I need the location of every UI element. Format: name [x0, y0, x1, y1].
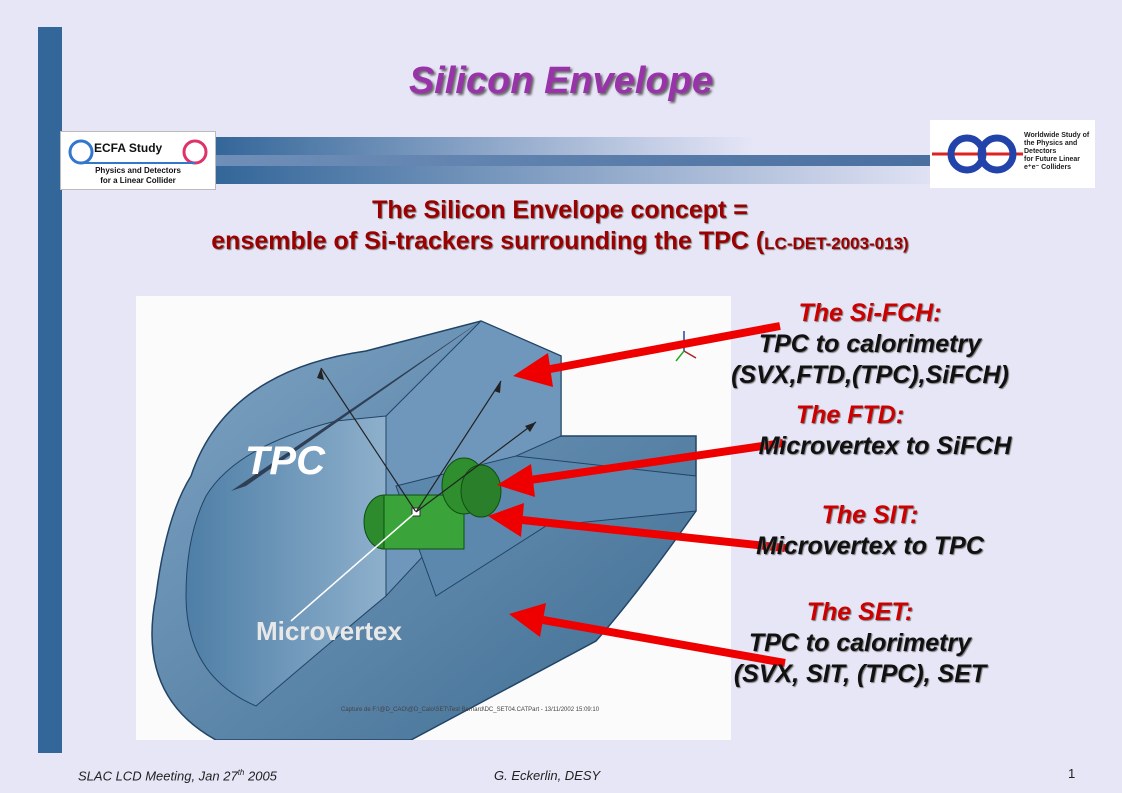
concept-reference: LC-DET-2003-013) [764, 234, 909, 253]
concept-line-2-text: ensemble of Si-trackers surrounding the … [211, 227, 765, 255]
arrow-ftd-head [497, 464, 535, 497]
footer-meeting-sup: th [237, 768, 245, 777]
footer-author: G. Eckerlin, DESY [494, 768, 601, 783]
arrow-si-fch [544, 322, 781, 374]
annotation-ftd: The FTD: Microvertex to SiFCH [640, 400, 1060, 462]
track-line-2 [415, 380, 502, 513]
microvertex-label: Microvertex [256, 616, 402, 646]
annotation-heading: The Si-FCH: [798, 299, 942, 327]
concept-statement: The Silicon Envelope concept = ensemble … [100, 195, 1020, 259]
header-rule-bottom [215, 166, 955, 184]
arrow-set-head [509, 603, 546, 637]
footer-meeting-text: SLAC LCD Meeting, Jan 27 [78, 768, 238, 784]
annotation-body: Microvertex to SiFCH [758, 432, 1012, 460]
header-rule-top [215, 137, 755, 155]
ecfa-logo-line2: for a Linear Collider [100, 176, 176, 185]
annotation-body: TPC to calorimetry [758, 330, 982, 358]
concept-line-1: The Silicon Envelope concept = [372, 196, 748, 224]
microvertex-pointer-line [290, 511, 417, 622]
arrow-ftd [529, 439, 784, 484]
arrow-sit-head [488, 503, 524, 537]
figure-caption: Capture de F:\@D_CAO\@D_Calo\SET\Test Be… [341, 707, 600, 713]
track-line-1 [320, 367, 417, 513]
ecfa-rings-icon [68, 139, 208, 165]
ecfa-logo-title: ECFA Study [94, 141, 163, 155]
annotation-body: Microvertex to TPC [756, 532, 984, 560]
annotation-set: The SET: TPC to calorimetry (SVX, SIT, (… [630, 597, 1090, 690]
ee-collider-icon [932, 134, 1023, 174]
arrow-set [542, 616, 786, 667]
annotation-sit: The SIT: Microvertex to TPC [640, 500, 1100, 562]
track-arrowhead-1 [317, 368, 324, 380]
outer-tracker-strip [231, 321, 481, 491]
annotation-heading: The SIT: [821, 501, 919, 529]
track-arrowhead-3 [525, 422, 536, 432]
track-arrowhead-2 [494, 381, 501, 393]
annotation-body: TPC to calorimetry [748, 629, 972, 657]
annotation-body: (SVX, SIT, (TPC), SET [733, 660, 987, 688]
footer-meeting: SLAC LCD Meeting, Jan 27th 2005 [78, 768, 277, 783]
slide-title: Silicon Envelope [408, 60, 714, 102]
tpc-label: TPC [245, 439, 325, 483]
header-rule-middle [215, 155, 930, 166]
ww-logo-line1: Worldwide Study of [1024, 132, 1090, 139]
arrow-sit [521, 516, 786, 552]
page-number: 1 [1068, 766, 1076, 781]
annotation-heading: The SET: [806, 598, 914, 626]
annotation-body: (SVX,FTD,(TPC),SiFCH) [731, 361, 1009, 389]
left-accent-bar [38, 27, 62, 753]
footer-meeting-year: 2005 [244, 768, 277, 784]
vertex-cylinder-body [383, 494, 465, 550]
detector-figure: TPC Microvertex Capture de F:\@D_CAO\@D_… [136, 296, 731, 740]
concept-line-2: ensemble of Si-trackers surrounding the … [100, 226, 1020, 259]
ecfa-study-logo: ECFA Study Physics and Detectors for a L… [60, 131, 216, 190]
ww-logo-line4: e⁺e⁻ Colliders [1024, 164, 1072, 171]
ww-logo-line3: for Future Linear [1024, 156, 1081, 163]
worldwide-study-logo: Worldwide Study of the Physics and Detec… [930, 120, 1095, 188]
annotation-heading: The FTD: [795, 401, 905, 429]
detector-cutaway-drawing [151, 320, 697, 740]
ftd-disk-2 [460, 464, 502, 518]
track-line-3 [415, 421, 537, 513]
ecfa-logo-line1: Physics and Detectors [95, 166, 181, 175]
annotation-si-fch: The Si-FCH: TPC to calorimetry (SVX,FTD,… [640, 298, 1100, 391]
ww-logo-line2: the Physics and Detectors [1024, 140, 1078, 155]
arrow-si-fch-head [513, 353, 553, 387]
